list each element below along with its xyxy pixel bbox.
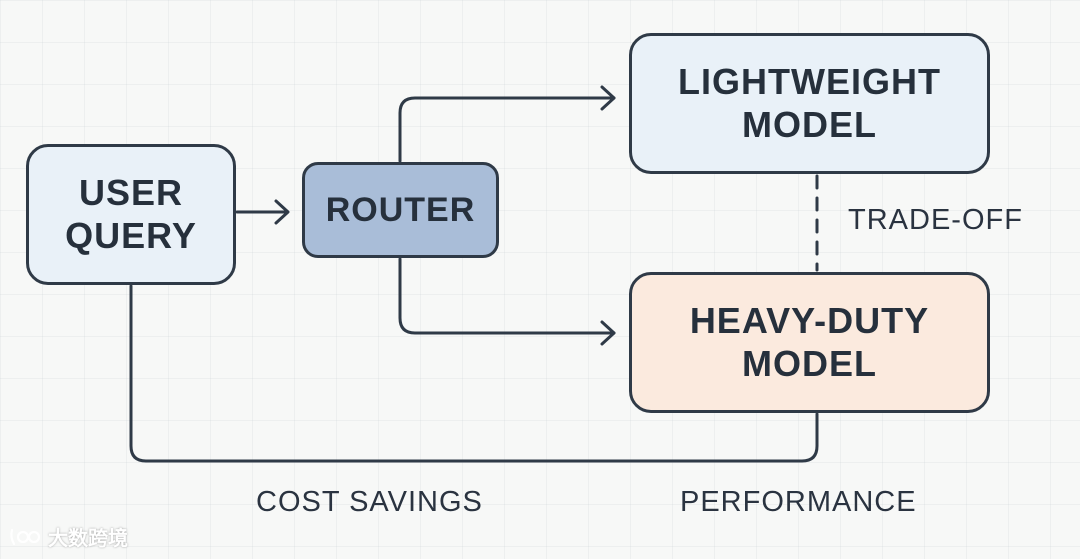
watermark: 大数跨境 xyxy=(8,522,128,551)
lightweight-model-node: LIGHTWEIGHT MODEL xyxy=(629,33,990,174)
arrowhead-heavy xyxy=(600,320,616,346)
user-query-line-2: QUERY xyxy=(65,214,197,256)
lightweight-line-2: MODEL xyxy=(742,103,877,145)
heavy-line-1: HEAVY-DUTY xyxy=(689,300,930,342)
cost-savings-label: COST SAVINGS xyxy=(256,486,483,518)
router-node: ROUTER xyxy=(302,162,499,258)
heavy-duty-model-node: HEAVY-DUTY MODEL xyxy=(629,272,990,413)
arrowhead-lightweight xyxy=(600,85,616,111)
watermark-text: 大数跨境 xyxy=(48,528,128,550)
performance-label: PERFORMANCE xyxy=(680,486,917,518)
trade-off-label: TRADE-OFF xyxy=(848,204,1023,236)
heavy-line-2: MODEL xyxy=(742,342,877,384)
arrow-router-to-lightweight xyxy=(398,96,616,163)
feedback-loop-line xyxy=(129,284,819,463)
watermark-logo-icon xyxy=(10,528,41,545)
user-query-line-1: USER xyxy=(78,172,184,214)
arrowhead-router xyxy=(274,199,290,225)
router-label: ROUTER xyxy=(325,190,476,229)
arrow-router-to-heavy xyxy=(398,257,616,335)
user-query-node: USER QUERY xyxy=(26,144,236,285)
lightweight-line-1: LIGHTWEIGHT xyxy=(678,61,941,103)
